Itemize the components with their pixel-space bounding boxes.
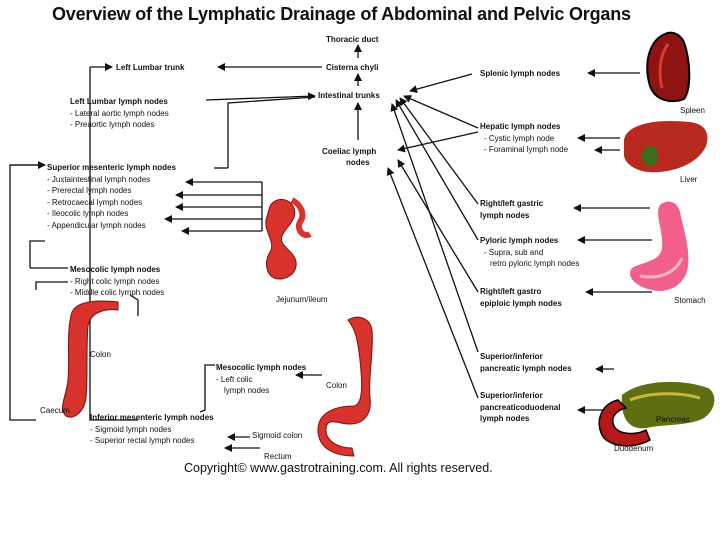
- arrow-pyloric-to-intestinal: [395, 99, 479, 241]
- jejunum-label: Jejunum/ileum: [276, 295, 328, 304]
- pancduod-line2: pancreaticoduodenal: [480, 402, 561, 412]
- inferior-mesenteric-title: Inferior mesenteric lymph nodes: [90, 413, 214, 422]
- list-item: - Foraminal lymph node: [484, 145, 569, 155]
- meso1-up: [29, 240, 45, 268]
- colon-to-meso1b: [129, 294, 139, 316]
- left-lumbar-trunk-label: Left Lumbar trunk: [116, 63, 185, 72]
- page-title: Overview of the Lymphatic Drainage of Ab…: [52, 4, 631, 24]
- pancreas-illustration: [621, 381, 715, 429]
- pancreas-label: Pancreas: [656, 415, 690, 424]
- cisterna-chyli-label: Cisterna chyli: [326, 63, 379, 72]
- list-item: - Lateral aortic lymph nodes: [70, 108, 169, 118]
- arrow-hepatic-to-intestinal: [403, 95, 479, 129]
- gastroepiploic-line2: epiploic lymph nodes: [480, 298, 562, 308]
- lumbar-outer-line: [89, 67, 138, 421]
- mesocolic-block-2: Mesocolic lymph nodes - Left colic lymph…: [216, 362, 306, 397]
- mesocolic-title-2: Mesocolic lymph nodes: [216, 363, 307, 372]
- pancreatic-line1: Superior/inferior: [480, 352, 543, 361]
- hepatic-block: Hepatic lymph nodes - Cystic lymph node …: [480, 121, 568, 156]
- left-outer-line: [9, 164, 45, 421]
- pancreatic-block: Superior/inferior pancreatic lymph nodes: [480, 351, 572, 374]
- mesocolic-title-1: Mesocolic lymph nodes: [70, 265, 161, 274]
- supmes-to-intestinal: [227, 96, 316, 168]
- list-item: - Middle colic lymph nodes: [70, 288, 165, 298]
- meso2-line: [199, 364, 215, 413]
- list-item: - Juxtaintestinal lymph nodes: [47, 174, 151, 184]
- arrow-pancduod-to-coeliac: [386, 167, 479, 399]
- list-item: - Cystic lymph node: [484, 133, 555, 143]
- list-item: - Preaortic lymph nodes: [70, 120, 155, 130]
- list-item: - Ileocolic lymph nodes: [47, 209, 129, 219]
- pancduod-line1: Superior/inferior: [480, 391, 543, 400]
- list-item: retro pyloric lymph nodes: [490, 259, 580, 269]
- superior-mesenteric-title: Superior mesenteric lymph nodes: [47, 163, 176, 172]
- duodenum-label: Duodenum: [614, 444, 654, 453]
- list-item: - Sigmoid lymph nodes: [90, 424, 172, 434]
- list-item: lymph nodes: [224, 386, 270, 396]
- left-lumbar-nodes-title: Left Lumbar lymph nodes: [70, 97, 168, 106]
- gastric-block: Right/left gastric lymph nodes: [480, 198, 543, 221]
- copyright-notice: Copyright© www.gastrotraining.com. All r…: [184, 461, 493, 475]
- caecum-label: Caecum: [40, 406, 70, 415]
- list-item: - Right colic lymph nodes: [70, 276, 160, 286]
- list-item: - Prerectal lymph nodes: [47, 186, 132, 196]
- arrow-gastric-to-intestinal: [399, 97, 479, 205]
- arrow-pancreatic-to-intestinal: [390, 103, 479, 353]
- arrow-splenic-to-intestinal: [409, 73, 473, 94]
- liver-illustration: [624, 120, 708, 173]
- left-lumbar-nodes-block: Left Lumbar lymph nodes - Lateral aortic…: [70, 96, 169, 131]
- colon-label-2: Colon: [326, 381, 347, 390]
- colon-left-illustration: [317, 316, 373, 457]
- coeliac-lymph-label-line1: Coeliac lymph: [322, 147, 377, 156]
- thoracic-duct-label: Thoracic duct: [326, 35, 379, 44]
- sigmoid-colon-label: Sigmoid colon: [252, 431, 303, 440]
- arrow-lumbar-nodes-to-intestinal: [205, 92, 316, 101]
- organ-illustrations: [62, 31, 715, 457]
- pyloric-block: Pyloric lymph nodes - Supra, sub and ret…: [480, 235, 579, 270]
- pancreatic-line2: pancreatic lymph nodes: [480, 363, 572, 373]
- pancduod-line3: lymph nodes: [480, 414, 530, 424]
- coeliac-lymph-label-line2: nodes: [346, 158, 370, 167]
- gastroepiploic-block: Right/left gastro epiploic lymph nodes: [480, 286, 562, 309]
- inferior-mesenteric-block: Inferior mesenteric lymph nodes - Sigmoi…: [90, 412, 214, 447]
- gastric-line1: Right/left gastric: [480, 199, 544, 208]
- gastric-line2: lymph nodes: [480, 210, 530, 220]
- pyloric-title: Pyloric lymph nodes: [480, 236, 559, 245]
- intestinal-trunks-label: Intestinal trunks: [318, 91, 380, 100]
- colon-right-illustration: [62, 300, 119, 418]
- superior-mesenteric-block: Superior mesenteric lymph nodes - Juxtai…: [47, 162, 176, 232]
- list-item: - Appendicular lymph nodes: [47, 220, 146, 230]
- pancreaticoduodenal-block: Superior/inferior pancreaticoduodenal ly…: [480, 390, 560, 425]
- list-item: - Left colic: [216, 374, 253, 384]
- arrow-hepatic-to-coeliac: [397, 131, 479, 153]
- list-item: - Superior rectal lymph nodes: [90, 436, 195, 446]
- liver-label: Liver: [680, 175, 698, 184]
- gastroepiploic-line1: Right/left gastro: [480, 287, 542, 296]
- list-item: - Supra, sub and: [484, 247, 544, 257]
- spleen-illustration: [646, 31, 691, 103]
- stomach-label: Stomach: [674, 296, 706, 305]
- list-item: - Retrocaecal lymph nodes: [47, 197, 143, 207]
- colon-to-meso1: [35, 281, 68, 290]
- colon-label-1: Colon: [90, 350, 111, 359]
- rectum-label: Rectum: [264, 452, 292, 461]
- arrow-gastroepiploic-to-coeliac: [397, 159, 479, 293]
- jejunum-illustration: [265, 199, 297, 280]
- hepatic-title: Hepatic lymph nodes: [480, 122, 561, 131]
- splenic-nodes-label: Splenic lymph nodes: [480, 69, 561, 78]
- mesocolic-block-1: Mesocolic lymph nodes - Right colic lymp…: [70, 264, 164, 299]
- duodenum-illustration: [598, 399, 651, 447]
- spleen-label: Spleen: [680, 106, 705, 115]
